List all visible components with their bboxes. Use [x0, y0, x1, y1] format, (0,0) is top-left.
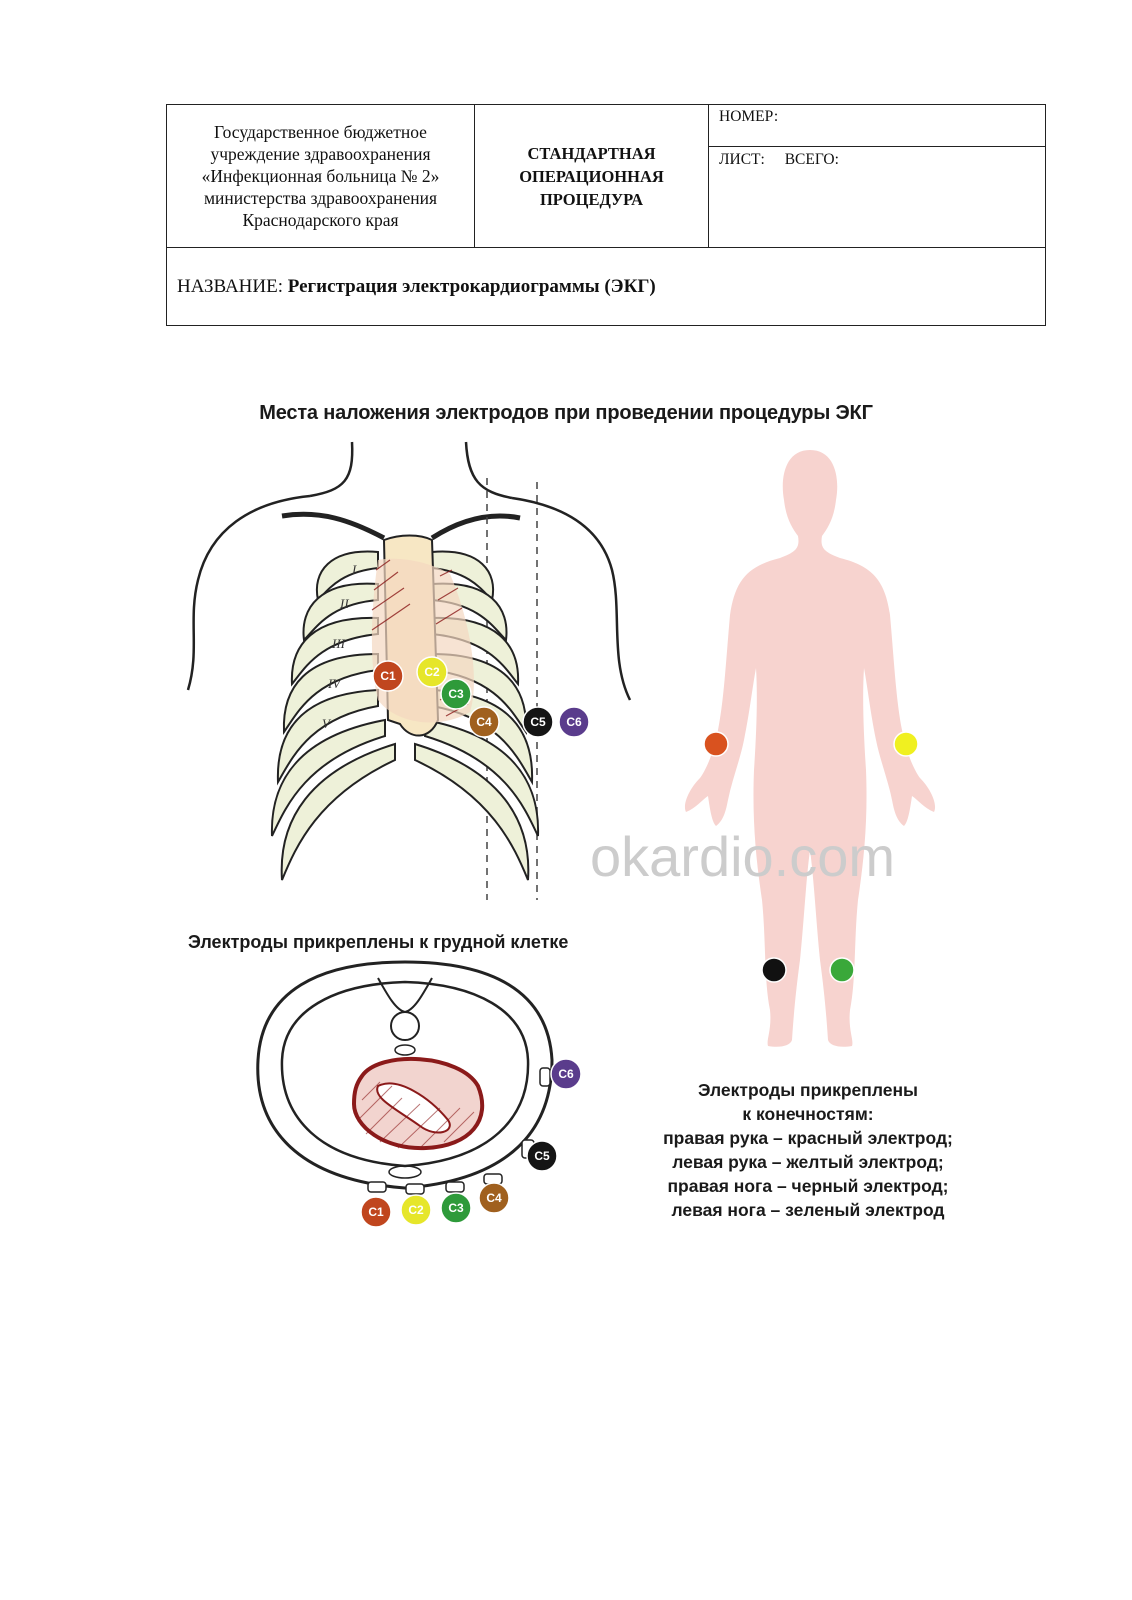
electrode-label: C4 [476, 715, 492, 729]
electrode-c4: C4 [478, 1182, 510, 1214]
electrode-label: C1 [368, 1205, 384, 1219]
electrode-c6: C6 [550, 1058, 582, 1090]
electrode-label: C2 [408, 1203, 424, 1217]
title-row: НАЗВАНИЕ: Регистрация электрокардиограмм… [167, 247, 1045, 325]
figure-main-caption: Места наложения электродов при проведени… [259, 402, 873, 424]
electrode-label: C1 [380, 669, 396, 683]
procedure-title: Регистрация электрокардиограммы (ЭКГ) [287, 275, 656, 297]
left-arm-electrode [893, 731, 919, 757]
electrode-c4: C4 [468, 706, 500, 738]
electrode-c5: C5 [526, 1140, 558, 1172]
number-label: НОМЕР: [719, 108, 779, 125]
electrode-c1: C1 [360, 1196, 392, 1228]
sheet-label: ЛИСТ: [719, 151, 765, 168]
rib-numeral-2: II [339, 596, 349, 611]
sheet-field: ЛИСТ: ВСЕГО: [709, 147, 1045, 247]
rib-numeral-4: IV [327, 676, 342, 691]
header-table: Государственное бюджетное учреждение здр… [166, 104, 1046, 326]
rib-numeral-5: V [322, 716, 332, 731]
total-label: ВСЕГО: [784, 151, 839, 168]
electrode-label: C3 [448, 687, 464, 701]
left-leg-electrode [829, 957, 855, 983]
electrode-c3: C3 [440, 678, 472, 710]
electrode-label: C6 [566, 715, 582, 729]
electrode-label: C5 [530, 715, 546, 729]
watermark: okardio.com [590, 825, 895, 888]
electrode-c5: C5 [522, 706, 554, 738]
right-arm-electrode [703, 731, 729, 757]
electrode-label: C2 [424, 665, 440, 679]
electrode-label: C6 [558, 1067, 574, 1081]
limb-caption: Электроды прикреплены к конечностям: пра… [663, 1080, 953, 1220]
number-field: НОМЕР: [709, 105, 1045, 147]
electrode-c3: C3 [440, 1192, 472, 1224]
electrode-c2: C2 [416, 656, 448, 688]
name-label: НАЗВАНИЕ: [177, 275, 284, 297]
organization-name: Государственное бюджетное учреждение здр… [167, 105, 475, 247]
rib-numeral-3: III [331, 636, 346, 651]
electrode-c6: C6 [558, 706, 590, 738]
electrode-label: C3 [448, 1201, 464, 1215]
electrode-c1: C1 [372, 660, 404, 692]
electrode-label: C5 [534, 1149, 550, 1163]
chest-caption: Электроды прикреплены к грудной клетке [188, 932, 569, 952]
right-leg-electrode [761, 957, 787, 983]
procedure-type: СТАНДАРТНАЯ ОПЕРАЦИОННАЯ ПРОЦЕДУРА [475, 105, 709, 247]
rib-numeral-1: I [351, 562, 357, 577]
electrode-c2: C2 [400, 1194, 432, 1226]
electrode-label: C4 [486, 1191, 502, 1205]
